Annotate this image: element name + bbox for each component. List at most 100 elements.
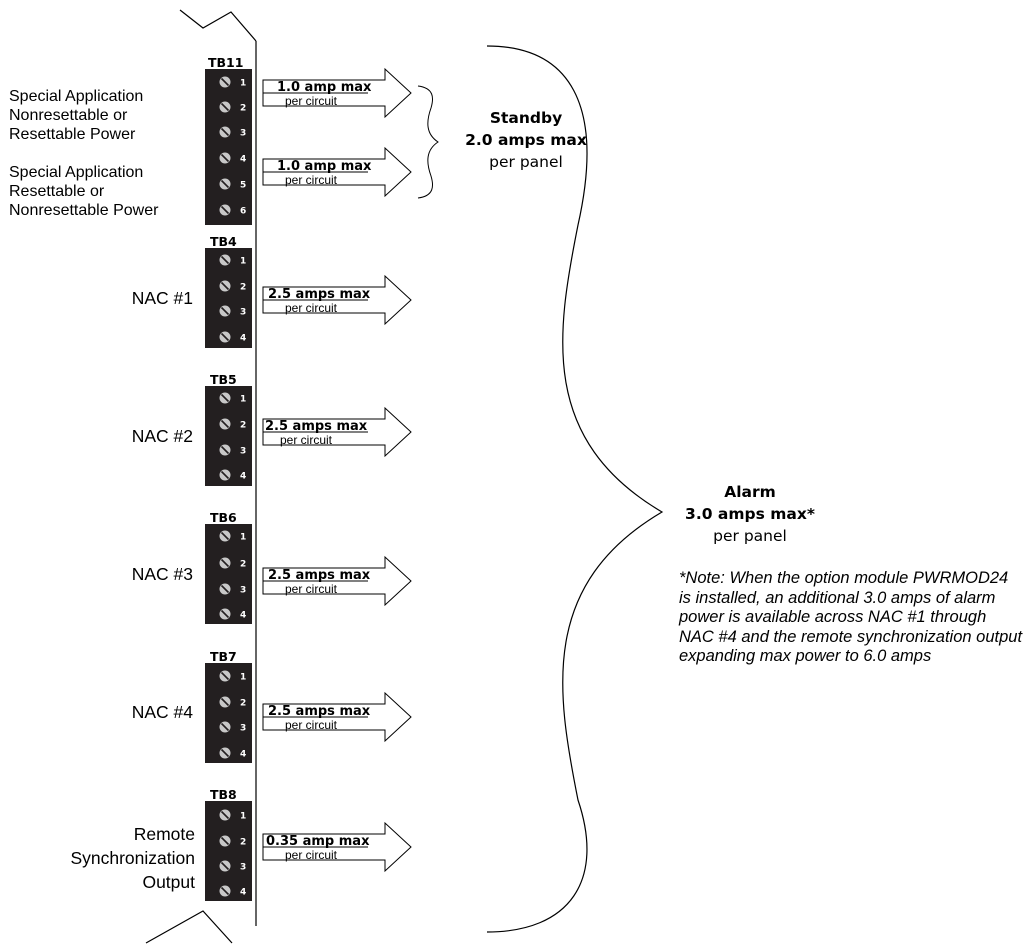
svg-text:3: 3 [240,724,246,734]
svg-text:3: 3 [240,129,246,139]
arrow-limit-label: 2.5 amps max [265,419,368,434]
svg-text:2: 2 [240,560,246,570]
arrow-special-1: 1.0 amp max per circuit [262,67,412,119]
arrow-limit-label: 1.0 amp max [277,80,372,95]
tb4-title: TB4 [210,234,237,249]
tb6-terminal-1: 1 [219,530,246,543]
arrow-remote-sync: 0.35 amp max per circuit [262,821,412,873]
tb6-terminal-4: 4 [219,608,246,621]
tb5-terminal-4: 4 [219,469,246,482]
tb11-terminal-2: 2 [219,101,246,114]
svg-text:3: 3 [240,308,246,318]
tb5-body [205,386,252,486]
tb7-terminal-1: 1 [219,670,246,683]
tb8-terminal-3: 3 [219,860,246,873]
svg-text:4: 4 [240,472,246,482]
tb7-block: TB7 1 2 3 4 [205,649,252,763]
arrow-limit-label: 2.5 amps max [268,568,371,583]
svg-text:4: 4 [240,334,246,344]
standby-brace [417,85,439,199]
tb11-terminal-1: 1 [219,76,246,89]
tb8-terminal-2: 2 [219,835,246,848]
tb11-block: TB11 1 2 3 4 5 6 [205,55,252,225]
tb5-terminal-3: 3 [219,444,246,457]
arrow-limit-label: 0.35 amp max [266,834,370,849]
tb6-terminal-3: 3 [219,583,246,596]
tb8-terminal-1: 1 [219,809,246,822]
alarm-brace [486,45,664,933]
board-break-bottom [145,910,233,944]
alarm-group: Alarm 3.0 amps max* per panel [685,483,815,545]
board-outline [145,9,257,944]
arrow-limit-label: 2.5 amps max [268,287,371,302]
arrow-limit-label: 1.0 amp max [277,159,372,174]
svg-text:1: 1 [240,257,246,267]
svg-text:2: 2 [240,104,246,114]
tb4-terminal-4: 4 [219,331,246,344]
tb7-terminal-2: 2 [219,696,246,709]
arrow-special-2: 1.0 amp max per circuit [262,146,412,198]
nac-2-label: NAC #2 [131,426,193,446]
arrow-nac-4: 2.5 amps max per circuit [262,691,412,743]
tb4-terminal-2: 2 [219,280,246,293]
alarm-scope: per panel [713,527,787,545]
standby-limit: 2.0 amps max [465,131,587,149]
nac-1-label: NAC #1 [131,288,193,308]
tb11-body [205,69,252,225]
special-application-1-label: Special Application Nonresettable or Res… [9,88,144,143]
special-application-2-label: Special Application Resettable or Nonres… [9,164,159,219]
tb8-block: TB8 1 2 3 4 [205,787,252,901]
board-break-top [179,9,257,42]
arrow-per-circuit-label: per circuit [285,718,338,732]
alarm-limit: 3.0 amps max* [685,505,815,523]
tb7-terminal-4: 4 [219,747,246,760]
svg-text:2: 2 [240,699,246,709]
tb8-title: TB8 [210,787,237,802]
arrow-per-circuit-label: per circuit [285,173,338,187]
remote-sync-output-label: Remote Synchronization Output [70,824,195,892]
tb6-block: TB6 1 2 3 4 [205,510,252,624]
svg-text:5: 5 [240,181,246,191]
svg-text:3: 3 [240,586,246,596]
svg-text:1: 1 [240,673,246,683]
tb6-terminal-2: 2 [219,557,246,570]
svg-text:4: 4 [240,155,246,165]
tb7-title: TB7 [210,649,237,664]
nac-3-label: NAC #3 [131,564,193,584]
tb4-terminal-1: 1 [219,254,246,267]
arrow-per-circuit-label: per circuit [285,94,338,108]
svg-text:4: 4 [240,888,246,898]
svg-text:2: 2 [240,838,246,848]
nac-4-label: NAC #4 [131,702,193,722]
arrow-per-circuit-label: per circuit [285,848,338,862]
tb11-terminal-3: 3 [219,126,246,139]
svg-text:1: 1 [240,812,246,822]
tb11-terminal-5: 5 [219,178,246,191]
svg-text:2: 2 [240,421,246,431]
arrow-nac-3: 2.5 amps max per circuit [262,555,412,607]
tb5-block: TB5 1 2 3 4 [205,372,252,486]
svg-text:3: 3 [240,447,246,457]
svg-text:6: 6 [240,207,246,217]
standby-title: Standby [490,109,562,127]
svg-text:2: 2 [240,283,246,293]
tb5-terminal-2: 2 [219,418,246,431]
standby-group: Standby 2.0 amps max per panel [465,109,587,171]
tb4-block: TB4 1 2 3 4 [205,234,252,348]
alarm-footnote: *Note: When the option module PWRMOD24 i… [679,569,1023,666]
tb8-terminal-4: 4 [219,885,246,898]
tb11-title: TB11 [208,55,243,70]
tb5-title: TB5 [210,372,237,387]
arrow-per-circuit-label: per circuit [280,433,333,447]
svg-text:1: 1 [240,79,246,89]
tb11-terminal-6: 6 [219,204,246,217]
alarm-title: Alarm [724,483,776,501]
svg-text:4: 4 [240,611,246,621]
svg-text:4: 4 [240,750,246,760]
tb4-terminal-3: 3 [219,305,246,318]
svg-text:3: 3 [240,863,246,873]
arrow-nac-1: 2.5 amps max per circuit [262,274,412,326]
tb6-title: TB6 [210,510,237,525]
